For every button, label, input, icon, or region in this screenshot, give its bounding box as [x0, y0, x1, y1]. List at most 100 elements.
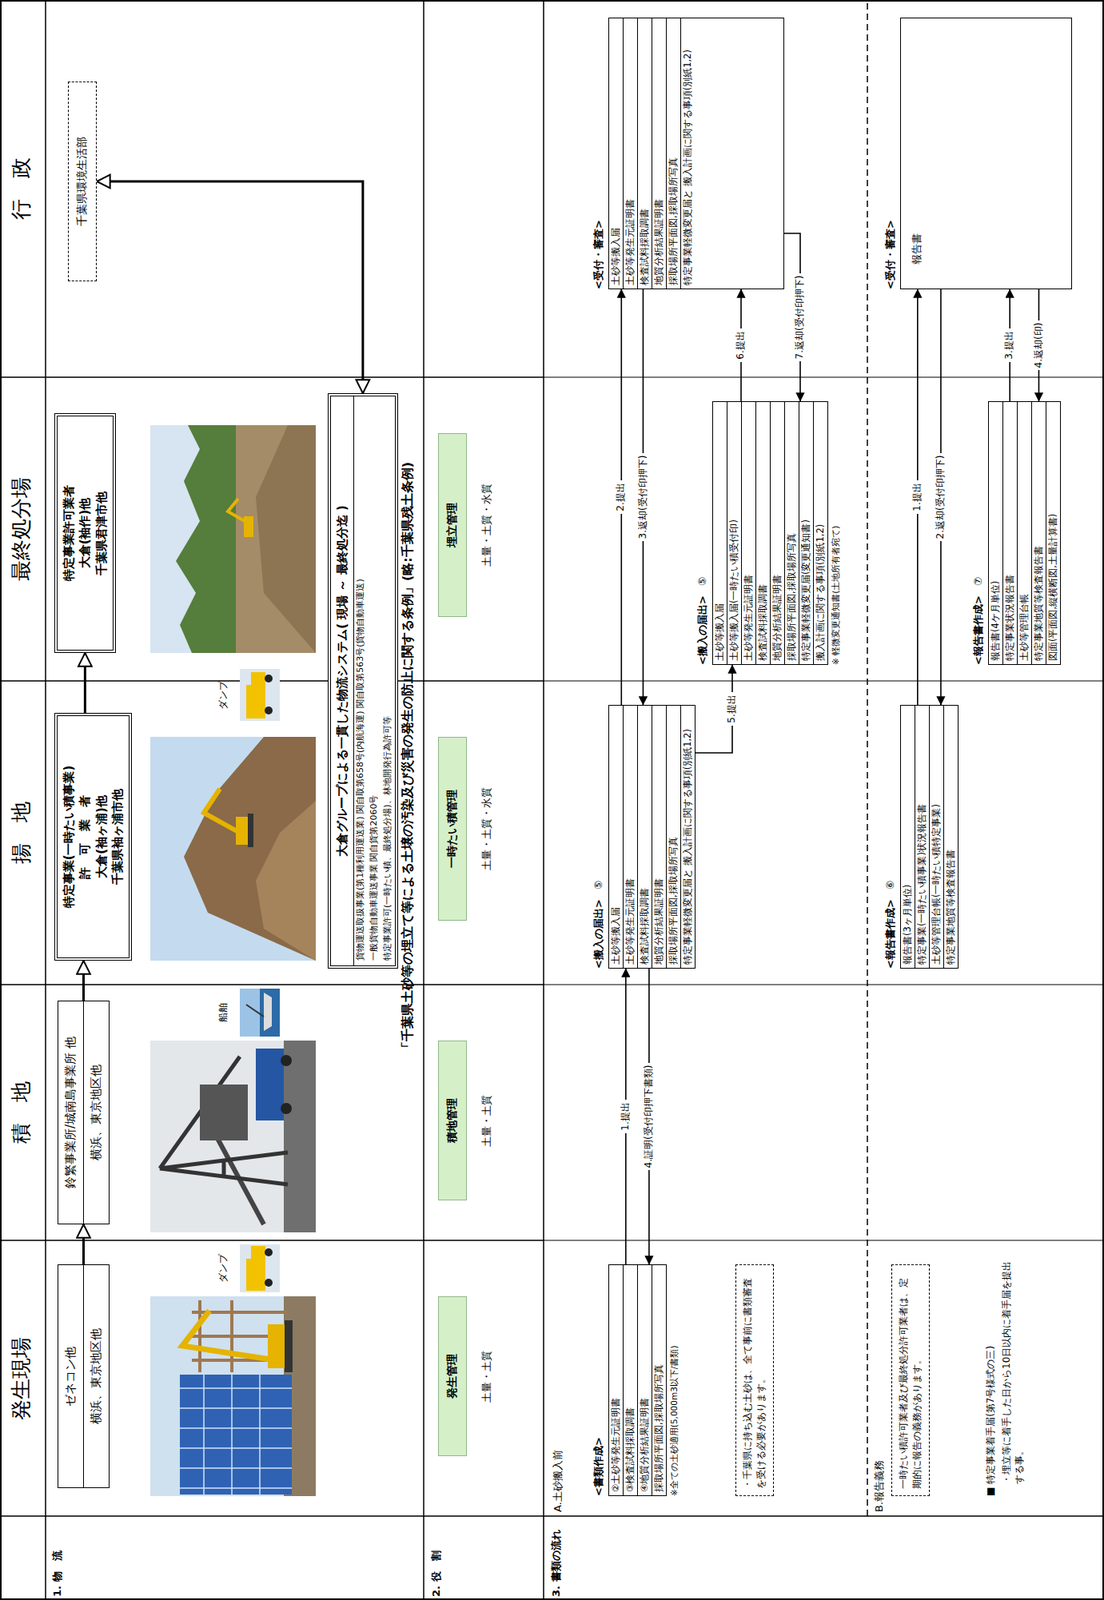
- ship-photo: [239, 988, 280, 1037]
- role-title: 埋立管理: [445, 438, 460, 612]
- document-list: <搬入の届出>⑤土砂等搬入届土砂等搬入届(一時たい積受付印)土砂等発生元証明書検…: [695, 401, 841, 666]
- note-box: 一時たい積許可業者及び最終処分許可業者は、定期的に報告の義務があります。: [891, 1264, 930, 1497]
- doc-item: 土砂等管理台帳: [1017, 402, 1033, 665]
- box-text: 特定事業許可業者: [60, 421, 77, 646]
- doc-item: ③検査試料採取調書: [623, 1265, 638, 1496]
- doc-item: 土砂等搬入届(一時たい積受付印): [727, 402, 742, 665]
- box-text: 千葉県君津市他: [93, 421, 110, 646]
- doc-item: 採取場所平面図,採取場所写真: [666, 705, 682, 969]
- doc-item: 特定事業軽微変更届(変更通知書): [799, 402, 814, 665]
- flow-arrow: [83, 653, 87, 714]
- doc-item: 土砂等発生元証明書: [741, 402, 757, 665]
- column-header: 行 政: [7, 0, 36, 378]
- edge-label: 7.返却(受付印押下): [793, 273, 807, 363]
- note-text: ■ 特定事業着手届(第7号様式の三): [984, 1256, 998, 1497]
- doc-item: 特定事業地質等検査報告書: [1032, 402, 1047, 665]
- doc-heading: ⑤: [696, 577, 709, 587]
- authority-box: 千葉県環境生活部: [67, 81, 97, 282]
- edge-label: 1.提出: [619, 1100, 633, 1133]
- operator-box: 特定事業(一時たい積事業)許 可 業 者大倉(袖ヶ浦)他千葉県袖ヶ浦市他: [54, 713, 132, 961]
- row-header: 1. 物 流: [51, 1518, 65, 1598]
- site-box: 鈴繁事業所/城南島事業所 他横浜、東京地区他: [57, 1000, 110, 1225]
- role-box: 積地管理 土量・土質: [438, 1040, 495, 1201]
- role-fill: 発生管理: [438, 1296, 467, 1457]
- doc-heading: <報告書作成>: [971, 595, 986, 666]
- doc-item: 土砂等発生元証明書: [623, 705, 638, 969]
- loading-photo: [150, 1040, 316, 1233]
- doc-item: 特定事業地質等検査報告書: [944, 705, 958, 969]
- doc-heading: ⑦: [972, 577, 985, 587]
- section-label: A.土砂搬入前: [551, 1272, 566, 1513]
- doc-item: ④地質分析結果証明書: [637, 1265, 653, 1496]
- doc-list: 土砂等搬入届土砂等発生元証明書検査試料採取調書地質分析結果証明書採取場所平面図,…: [608, 17, 785, 290]
- column-header: 積 地: [7, 984, 36, 1241]
- doc-item: 土砂等管理台帳(一時たい積特定事業): [929, 705, 945, 969]
- role-detail: 土量・土質: [479, 1040, 495, 1201]
- box-text: 千葉県環境生活部: [75, 88, 90, 275]
- doc-item: 地質分析結果証明書: [770, 402, 786, 665]
- document-list: <搬入の届出>⑤土砂等搬入届土砂等発生元証明書検査試料採取調書地質分析結果証明書…: [591, 705, 696, 969]
- transport-label: ダンプ: [217, 669, 231, 722]
- flow-arrow: [82, 960, 85, 1001]
- document-list: <報告書作成> ⑦報告書(4ケ月単位)特定事業状況報告書土砂等管理台帳特定事業地質…: [971, 401, 1061, 666]
- heading-row: <報告書作成>⑥: [883, 705, 901, 969]
- role-fill: 積地管理: [438, 1040, 467, 1201]
- doc-heading: <搬入の届出>: [591, 899, 606, 969]
- box-text: 一時たい積許可業者及び最終処分許可業者は、定期的に報告の義務があります。: [896, 1271, 925, 1490]
- box-text: 特定事業許可(一時たい積、最終処分場)、林地開発行為許可等: [381, 396, 395, 966]
- role-detail: 土量・土質・水質: [479, 737, 495, 921]
- box-text: 千葉県袖ヶ浦市他: [109, 721, 126, 953]
- column-header: 発生現場: [7, 1240, 36, 1517]
- doc-item: 採取場所平面図,採取場所写真: [785, 402, 800, 665]
- box-text: 大倉(袖ヶ浦)他: [93, 721, 110, 953]
- edge-label: 3.返却(受付印押下): [637, 453, 650, 543]
- doc-item: 土砂等搬入届: [713, 402, 728, 665]
- doc-list: 報告書(3ヶ月単位)特定事業(一時たい積事業)状況報告書土砂等管理台帳(一時たい…: [900, 705, 959, 969]
- operator-box: 特定事業許可業者大倉(袖作)他千葉県君津市他: [54, 413, 116, 654]
- role-title: 一時たい積管理: [445, 742, 460, 916]
- transport-label: ダンプ: [217, 1244, 231, 1293]
- box-text: 大倉(袖作)他: [76, 421, 93, 646]
- doc-item: 検査試料採取調書: [637, 705, 653, 969]
- connector-layer: [83, 181, 1040, 1265]
- flow-arrow: [96, 181, 363, 394]
- doc-item: 報告書(3ヶ月単位): [900, 705, 916, 969]
- role-fill: 埋立管理: [438, 433, 467, 618]
- site-photo: [150, 1296, 316, 1497]
- doc-item: 特定事業軽微変更届と 搬入計画に関する事項(別紙1,2): [681, 705, 695, 969]
- doc-item: 搬入計画に関する事項(別紙1,2): [813, 402, 828, 665]
- heading-row: <報告書作成> ⑦: [971, 401, 989, 666]
- edge-label: 4.証明(受付印押下書類): [642, 1063, 656, 1172]
- box-text: 鈴繁事業所/城南島事業所 他: [58, 1001, 84, 1224]
- doc-item: 検査試料採取調書: [637, 18, 653, 289]
- doc-item: 図面(平面図,縦横断図,土量計算書): [1046, 402, 1061, 665]
- doc-list: 報告書(4ケ月単位)特定事業状況報告書土砂等管理台帳特定事業地質等検査報告書図面…: [988, 401, 1061, 666]
- doc-heading: ⑥: [884, 880, 897, 891]
- dump-truck-photo: [239, 669, 280, 722]
- edge-label: 2.返却(受付印押下): [934, 453, 948, 543]
- row-header: 3. 書類の流れ: [550, 1518, 564, 1598]
- box-text: ・千葉県に持ち込む土砂は、全て事前に書類審査を受ける必要があります。: [741, 1271, 769, 1490]
- role-detail: 土量・土質: [479, 1296, 495, 1457]
- heading-row: <搬入の届出>⑤: [591, 705, 609, 969]
- role-title: 積地管理: [445, 1046, 460, 1196]
- role-detail: 土量・土質・水質: [479, 433, 495, 618]
- box-text: 許 可 業 者: [76, 721, 93, 953]
- doc-item: 報告書(4ケ月単位): [988, 402, 1004, 665]
- box-text: 貨物運送取扱事業(第1種利用運送業) 関自取第658号(内航海運) 関自取第56…: [354, 396, 368, 966]
- doc-item: 採取場所平面図,採取場所写真: [666, 18, 682, 289]
- doc-list: 土砂等搬入届土砂等発生元証明書検査試料採取調書地質分析結果証明書採取場所平面図,…: [608, 705, 696, 969]
- doc-item: 土砂等搬入届: [609, 705, 624, 969]
- dump-truck-photo: [239, 1244, 280, 1293]
- heading-row: <書類作成>: [591, 1264, 609, 1497]
- doc-heading: <受付・審査>: [883, 219, 898, 290]
- logistics-box: 大倉グループによる一貫した物流システム( 現場 ～ 最終処分迄 )貨物運送取扱事…: [327, 393, 399, 969]
- row-header: 2. 役 割: [430, 1518, 444, 1598]
- review-text: 報告書: [900, 18, 934, 289]
- flow-arrow: [82, 1224, 85, 1265]
- column-header: 揚 地: [7, 681, 36, 985]
- role-box: 発生管理土量・土質: [438, 1296, 495, 1457]
- heading-row: <受付・審査>: [591, 17, 609, 290]
